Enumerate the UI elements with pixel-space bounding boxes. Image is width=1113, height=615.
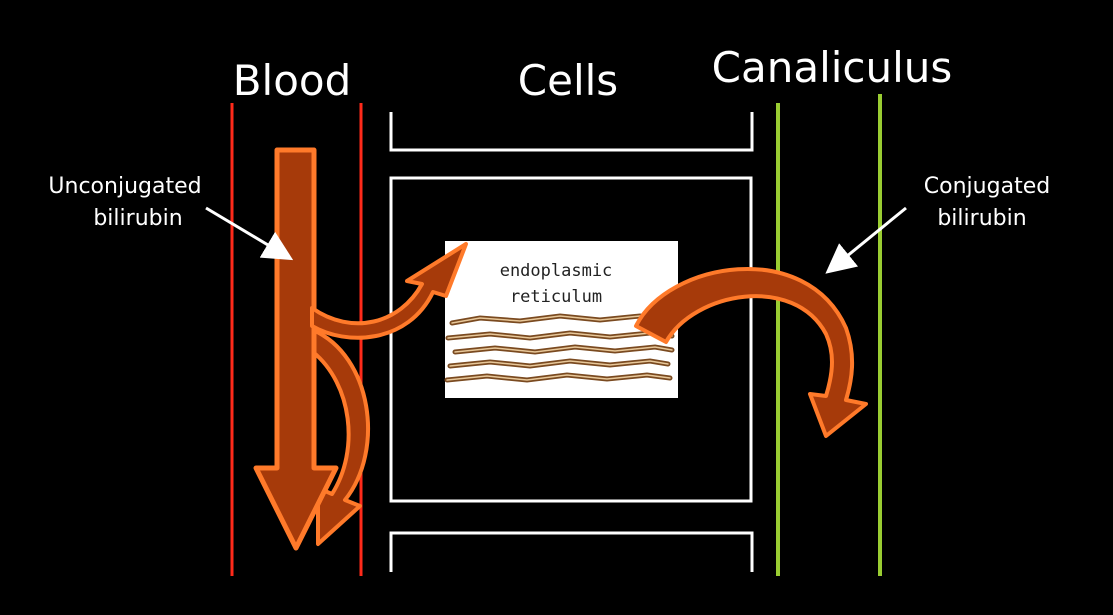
uptake-into-er-arrow	[310, 242, 468, 340]
pointer-unconjugated	[205, 206, 294, 261]
header-blood: Blood	[233, 56, 352, 105]
header-canaliculus: Canaliculus	[712, 43, 953, 92]
hepatocyte-cell	[389, 176, 753, 503]
pointer-conjugated	[825, 206, 907, 274]
excretion-to-canaliculus-arrow	[634, 267, 868, 438]
header-cells: Cells	[518, 56, 618, 105]
cell-bracket-top	[389, 112, 754, 152]
label-unconjugated-line1: Unconjugated	[48, 174, 201, 199]
label-conjugated-line2: bilirubin	[937, 206, 1026, 231]
label-conjugated-line1: Conjugated	[924, 174, 1050, 199]
return-to-blood-arrow	[311, 328, 371, 546]
label-unconjugated-line2: bilirubin	[93, 206, 182, 231]
cell-bracket-bottom	[389, 531, 754, 572]
er-label-line1: endoplasmic	[500, 261, 613, 281]
er-label-line2: reticulum	[510, 287, 602, 307]
blood-flow-arrow	[253, 147, 339, 551]
